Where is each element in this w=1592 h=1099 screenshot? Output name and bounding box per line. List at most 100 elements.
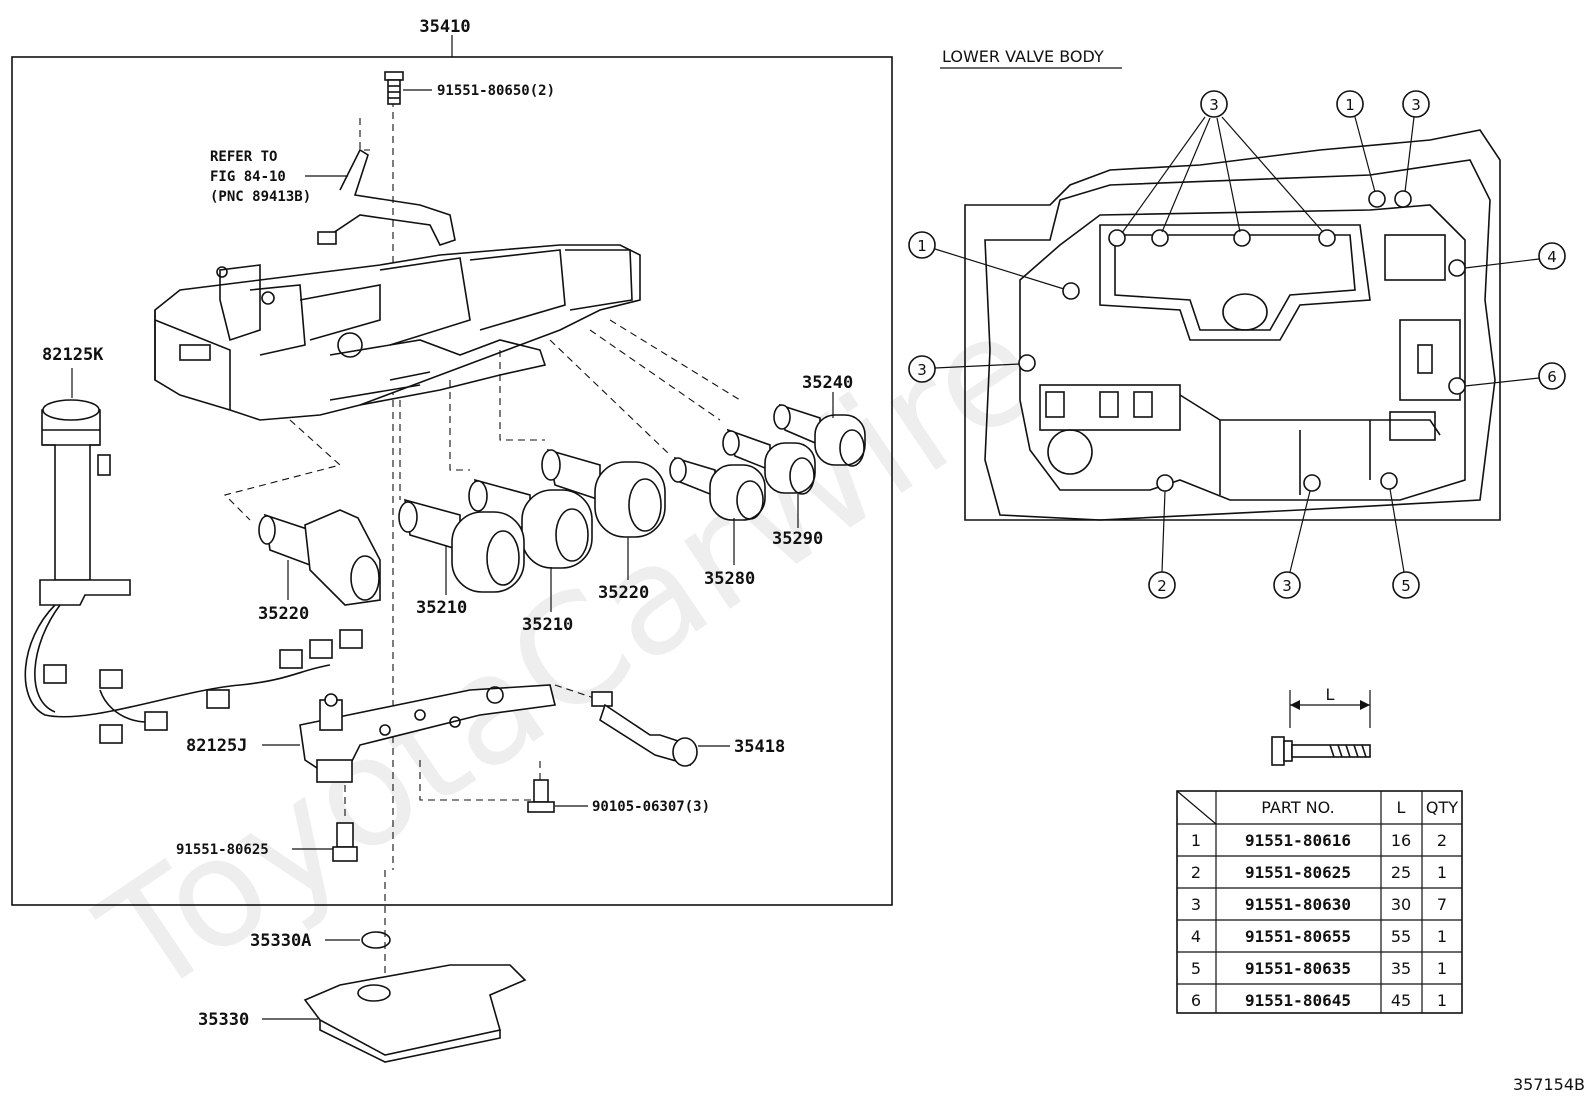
callout-oring: 35330A — [250, 931, 311, 951]
svg-text:1: 1 — [1437, 863, 1447, 882]
dash-35220r — [499, 350, 545, 441]
table-row: 5 91551-80635 35 1 — [1191, 959, 1447, 978]
lower-valve-body-icon — [964, 129, 1501, 521]
svg-text:1: 1 — [1437, 927, 1447, 946]
svg-text:30: 30 — [1391, 895, 1411, 914]
solenoid-35210-left-icon — [398, 498, 525, 593]
svg-text:1: 1 — [1191, 831, 1201, 850]
marker-top-3-right — [1402, 90, 1430, 118]
svg-text:91551-80630: 91551-80630 — [1245, 895, 1351, 914]
oring-icon — [361, 931, 391, 949]
assembly-frame — [11, 35, 893, 906]
marker-right-4 — [1538, 242, 1566, 270]
marker-top-3-group-label: 3 — [1209, 96, 1219, 114]
table-row: 4 91551-80655 55 1 — [1191, 927, 1447, 946]
solenoid-35290-icon — [722, 428, 816, 495]
callout-harness: 82125K — [42, 345, 104, 365]
solenoid-35220-left-icon — [258, 509, 381, 606]
center-axis-line — [384, 100, 394, 1010]
marker-right-6-label: 6 — [1547, 368, 1557, 386]
marker-bottom-3 — [1273, 571, 1301, 599]
table-row: 2 91551-80625 25 1 — [1191, 863, 1447, 882]
bolt-bottom-icon — [332, 822, 358, 862]
svg-text:45: 45 — [1391, 991, 1411, 1010]
marker-top-3-right-label: 3 — [1411, 96, 1421, 114]
svg-text:91551-80645: 91551-80645 — [1245, 991, 1351, 1010]
solenoid-35220-right-icon — [541, 448, 666, 538]
bolt-top-icon — [384, 71, 404, 105]
assembly-number: 35410 — [419, 17, 470, 37]
marker-bottom-5-label: 5 — [1401, 577, 1411, 595]
bracket-icon — [299, 684, 556, 783]
svg-text:4: 4 — [1191, 927, 1201, 946]
callout-strainer: 35330 — [198, 1010, 249, 1030]
valve-body-icon — [154, 244, 641, 421]
svg-text:35: 35 — [1391, 959, 1411, 978]
marker-right-4-label: 4 — [1547, 248, 1557, 266]
dash-35290 — [589, 329, 721, 421]
marker-bottom-5 — [1392, 571, 1420, 599]
harness-wire-icon — [24, 604, 363, 744]
svg-text:2: 2 — [1191, 863, 1201, 882]
refer-note-line2: FIG 84-10 — [210, 169, 286, 185]
callout-bolt-bracket: 90105-06307(3) — [592, 799, 710, 815]
marker-left-3-label: 3 — [917, 361, 927, 379]
bolt-table — [1176, 790, 1463, 1014]
marker-left-1-label: 1 — [917, 237, 927, 255]
bolt-length-icon — [1271, 690, 1371, 766]
refer-note-line3: (PNC 89413B) — [210, 189, 311, 205]
harness-connector-icon — [39, 399, 131, 606]
table-row: 6 91551-80645 45 1 — [1191, 991, 1447, 1010]
svg-text:7: 7 — [1437, 895, 1447, 914]
svg-text:1: 1 — [1437, 991, 1447, 1010]
marker-left-1 — [908, 231, 936, 259]
svg-text:91551-80625: 91551-80625 — [1245, 863, 1351, 882]
lower-valve-body-title: LOWER VALVE BODY — [942, 47, 1104, 66]
marker-top-1 — [1336, 90, 1364, 118]
solenoid-35280-icon — [669, 456, 766, 521]
dash-35220l — [223, 419, 342, 521]
marker-bottom-3-label: 3 — [1282, 577, 1292, 595]
svg-text:3: 3 — [1191, 895, 1201, 914]
bolt-bracket-icon — [527, 779, 555, 813]
callout-35220-left: 35220 — [258, 604, 309, 624]
svg-text:16: 16 — [1391, 831, 1411, 850]
callout-35280: 35280 — [704, 569, 755, 589]
marker-top-1-label: 1 — [1345, 96, 1355, 114]
bolt-length-label: L — [1326, 685, 1335, 704]
callout-35220-right: 35220 — [598, 583, 649, 603]
svg-text:5: 5 — [1191, 959, 1201, 978]
svg-text:25: 25 — [1391, 863, 1411, 882]
marker-bottom-2-label: 2 — [1157, 577, 1167, 595]
table-header-qty: QTY — [1426, 798, 1458, 817]
svg-text:55: 55 — [1391, 927, 1411, 946]
marker-left-3 — [908, 355, 936, 383]
solenoid-35240-icon — [773, 403, 866, 467]
svg-text:6: 6 — [1191, 991, 1201, 1010]
callout-sensor: 35418 — [734, 737, 785, 757]
refer-note-line1: REFER TO — [210, 149, 277, 165]
detent-lever-icon — [317, 118, 456, 246]
strainer-icon — [303, 964, 527, 1063]
dash-35280 — [549, 339, 671, 456]
svg-text:91551-80635: 91551-80635 — [1245, 959, 1351, 978]
callout-bracket: 82125J — [186, 736, 247, 756]
marker-top-3-group — [1121, 90, 1324, 234]
callout-35210-right: 35210 — [522, 615, 573, 635]
table-header-l: L — [1397, 798, 1406, 817]
dash-35240 — [609, 319, 741, 401]
svg-text:91551-80616: 91551-80616 — [1245, 831, 1351, 850]
table-row: 3 91551-80630 30 7 — [1191, 895, 1447, 914]
callout-bolt-top: 91551-80650(2) — [437, 83, 555, 99]
callout-35240: 35240 — [802, 373, 853, 393]
marker-right-6 — [1538, 362, 1566, 390]
sensor-icon — [591, 691, 698, 767]
callout-bolt-bottom: 91551-80625 — [176, 842, 269, 858]
svg-text:91551-80655: 91551-80655 — [1245, 927, 1351, 946]
callout-35210-left: 35210 — [416, 598, 467, 618]
dash-35210r — [449, 380, 470, 471]
svg-text:1: 1 — [1437, 959, 1447, 978]
table-row: 1 91551-80616 16 2 — [1191, 831, 1447, 850]
figure-id: 357154B — [1513, 1075, 1585, 1094]
